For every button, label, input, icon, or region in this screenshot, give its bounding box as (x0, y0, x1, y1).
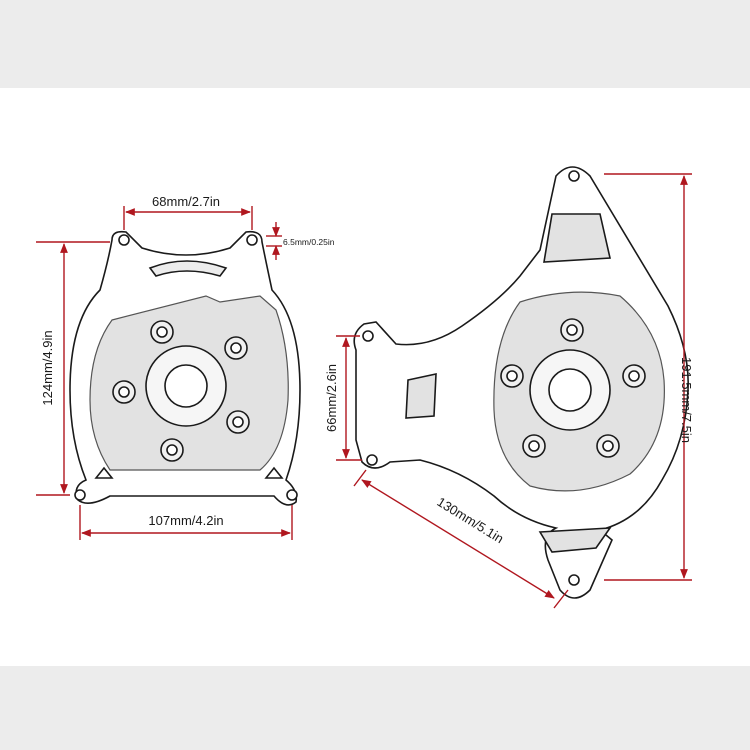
left-dim-top-width: 68mm/2.7in (152, 194, 220, 209)
left-cover-plate (69, 230, 301, 506)
left-small-tri-2 (264, 466, 284, 479)
left-mount-holes (74, 234, 298, 501)
left-dimensions (36, 206, 293, 540)
right-mount-holes (362, 170, 580, 586)
right-left-window (405, 373, 437, 419)
left-top-slot (148, 260, 228, 277)
right-center-hole (548, 368, 592, 412)
left-dim-hole: 6.5mm/0.25in (283, 237, 335, 247)
left-bolt-holes (112, 320, 250, 462)
top-band (0, 0, 750, 88)
right-dimensions (336, 173, 692, 609)
left-small-tri-1 (94, 466, 114, 479)
right-dim-side-height: 66mm/2.6in (324, 364, 339, 432)
right-bolt-holes (500, 318, 646, 458)
bottom-band (0, 666, 750, 750)
left-dim-bottom-width: 107mm/4.2in (148, 513, 223, 528)
right-cover-plate (353, 166, 689, 599)
dim-line-diagonal (361, 479, 555, 599)
left-center-hole (164, 364, 208, 408)
right-dim-total-height: 191.5mm/7.5in (679, 357, 694, 443)
right-top-window (543, 213, 611, 263)
left-dim-height: 124mm/4.9in (40, 330, 55, 405)
right-dim-diagonal: 130mm/5.1in (434, 494, 506, 546)
